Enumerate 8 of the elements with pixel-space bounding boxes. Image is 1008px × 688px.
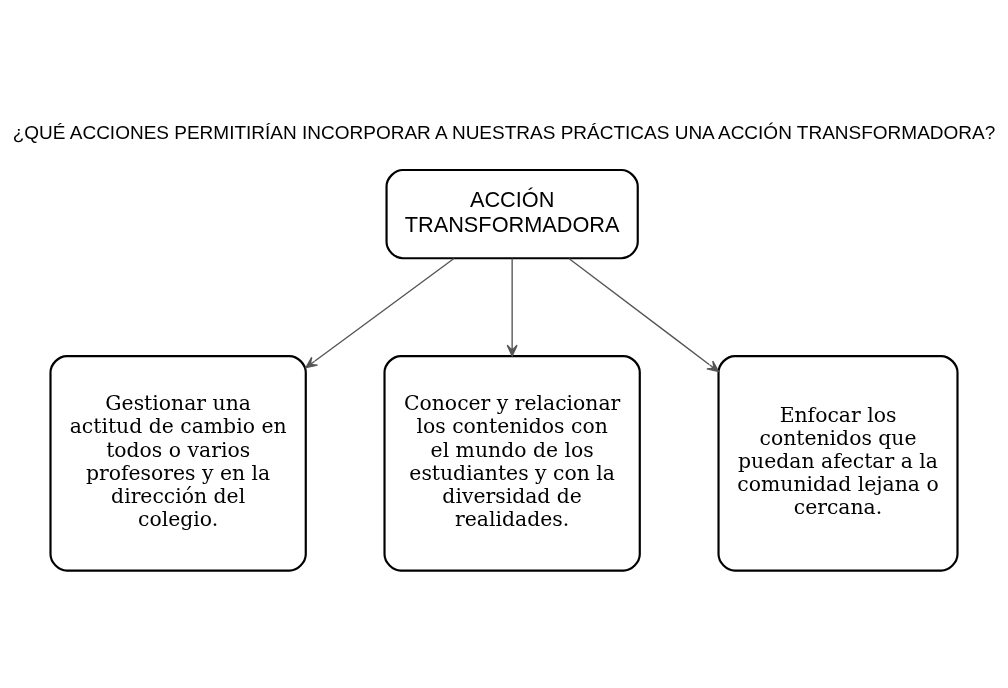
node-box: Enfocar los contenidos que puedan afectar a la comunidad lejana o cercana. [717,354,959,572]
arrow [568,257,720,372]
node-box: ACCIÓN TRANSFORMADORA [385,168,639,259]
diagram-title: ¿QUÉ ACCIONES PERMITIRÍAN INCORPORAR A NUESTRAS PRÁCTICAS UNA ACCIÓN TRANSFORMADORA? [12,121,996,143]
arrow [305,257,455,368]
arrow [506,257,518,357]
node-box: Conocer y relacionar los contenidos con el mundo de los estudiantes y con la diversidad de realidades. [383,354,641,572]
node-box: Gestionar una actitud de cambio en todos o varios profesores y en la dirección del colegio. [49,354,307,572]
